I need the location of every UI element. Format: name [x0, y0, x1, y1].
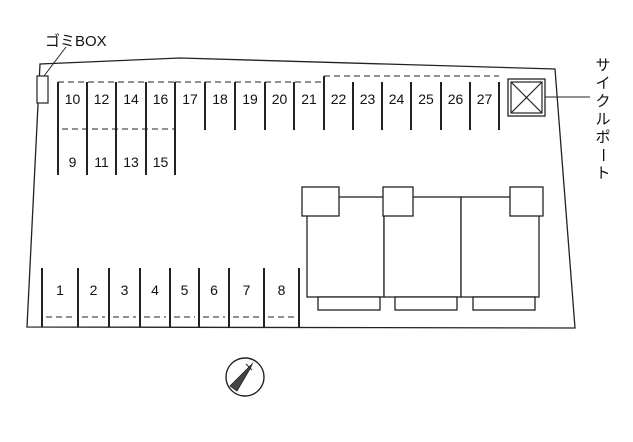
parking-row-second: 9 11 13 15: [62, 128, 175, 170]
parking-space-number: 27: [477, 91, 493, 107]
parking-space-number: 20: [272, 91, 288, 107]
parking-space-number: 14: [123, 91, 139, 107]
parking-space-number: 1: [56, 282, 64, 298]
parking-space-number: 26: [448, 91, 464, 107]
parking-space-number: 17: [182, 91, 198, 107]
balcony-right: [472, 296, 536, 311]
cycle-port-char: ク: [595, 93, 610, 110]
parking-space-number: 3: [121, 282, 129, 298]
parking-space-number: 24: [389, 91, 405, 107]
garbage-box: [36, 75, 49, 104]
parking-space-number: 10: [65, 91, 81, 107]
parking-space-number: 21: [301, 91, 317, 107]
parking-space-number: 18: [212, 91, 228, 107]
balcony-left: [317, 296, 381, 311]
cycle-port-char: ー: [594, 147, 611, 162]
cycle-port-char: ト: [595, 165, 610, 182]
parking-space-number: 19: [242, 91, 258, 107]
parking-row-bottom: 1 2 3 4 5 6 7 8: [41, 268, 300, 327]
entrance-left: [301, 186, 340, 217]
balcony-middle: [394, 296, 458, 311]
parking-space-number: 5: [181, 282, 189, 298]
parking-space-number: 6: [210, 282, 218, 298]
parking-space-number: 13: [123, 154, 139, 170]
parking-space-number: 2: [90, 282, 98, 298]
parking-space-number: 22: [331, 91, 347, 107]
parking-space-number: 16: [153, 91, 169, 107]
cycle-port-char: イ: [595, 75, 610, 92]
parking-space-number: 4: [151, 282, 159, 298]
entrance-right: [509, 186, 544, 217]
cycle-port-char: サ: [595, 57, 610, 74]
cycle-port-char: ポ: [595, 129, 610, 146]
garbage-box-leader: [43, 46, 67, 77]
parking-space-number: 15: [153, 154, 169, 170]
parking-space-number: 11: [94, 154, 109, 170]
x-box-icon: [510, 81, 543, 114]
lot-outline: [26, 57, 576, 329]
entrance-middle: [382, 186, 414, 217]
parking-space-number: 25: [418, 91, 434, 107]
parking-space-number: 8: [278, 282, 286, 298]
north-arrow-icon: [225, 357, 265, 397]
parking-space-number: 23: [360, 91, 376, 107]
cycle-port-char: ル: [595, 111, 610, 128]
parking-space-number: 12: [94, 91, 110, 107]
garbage-box-label: ゴミBOX: [45, 32, 107, 50]
parking-space-number: 9: [69, 154, 77, 170]
apartment-building: [301, 186, 544, 311]
parking-space-number: 7: [243, 282, 251, 298]
parking-row-top: 10 12 14 16 17 18 19 20 21 22 23 24 25 26 27: [57, 75, 500, 175]
